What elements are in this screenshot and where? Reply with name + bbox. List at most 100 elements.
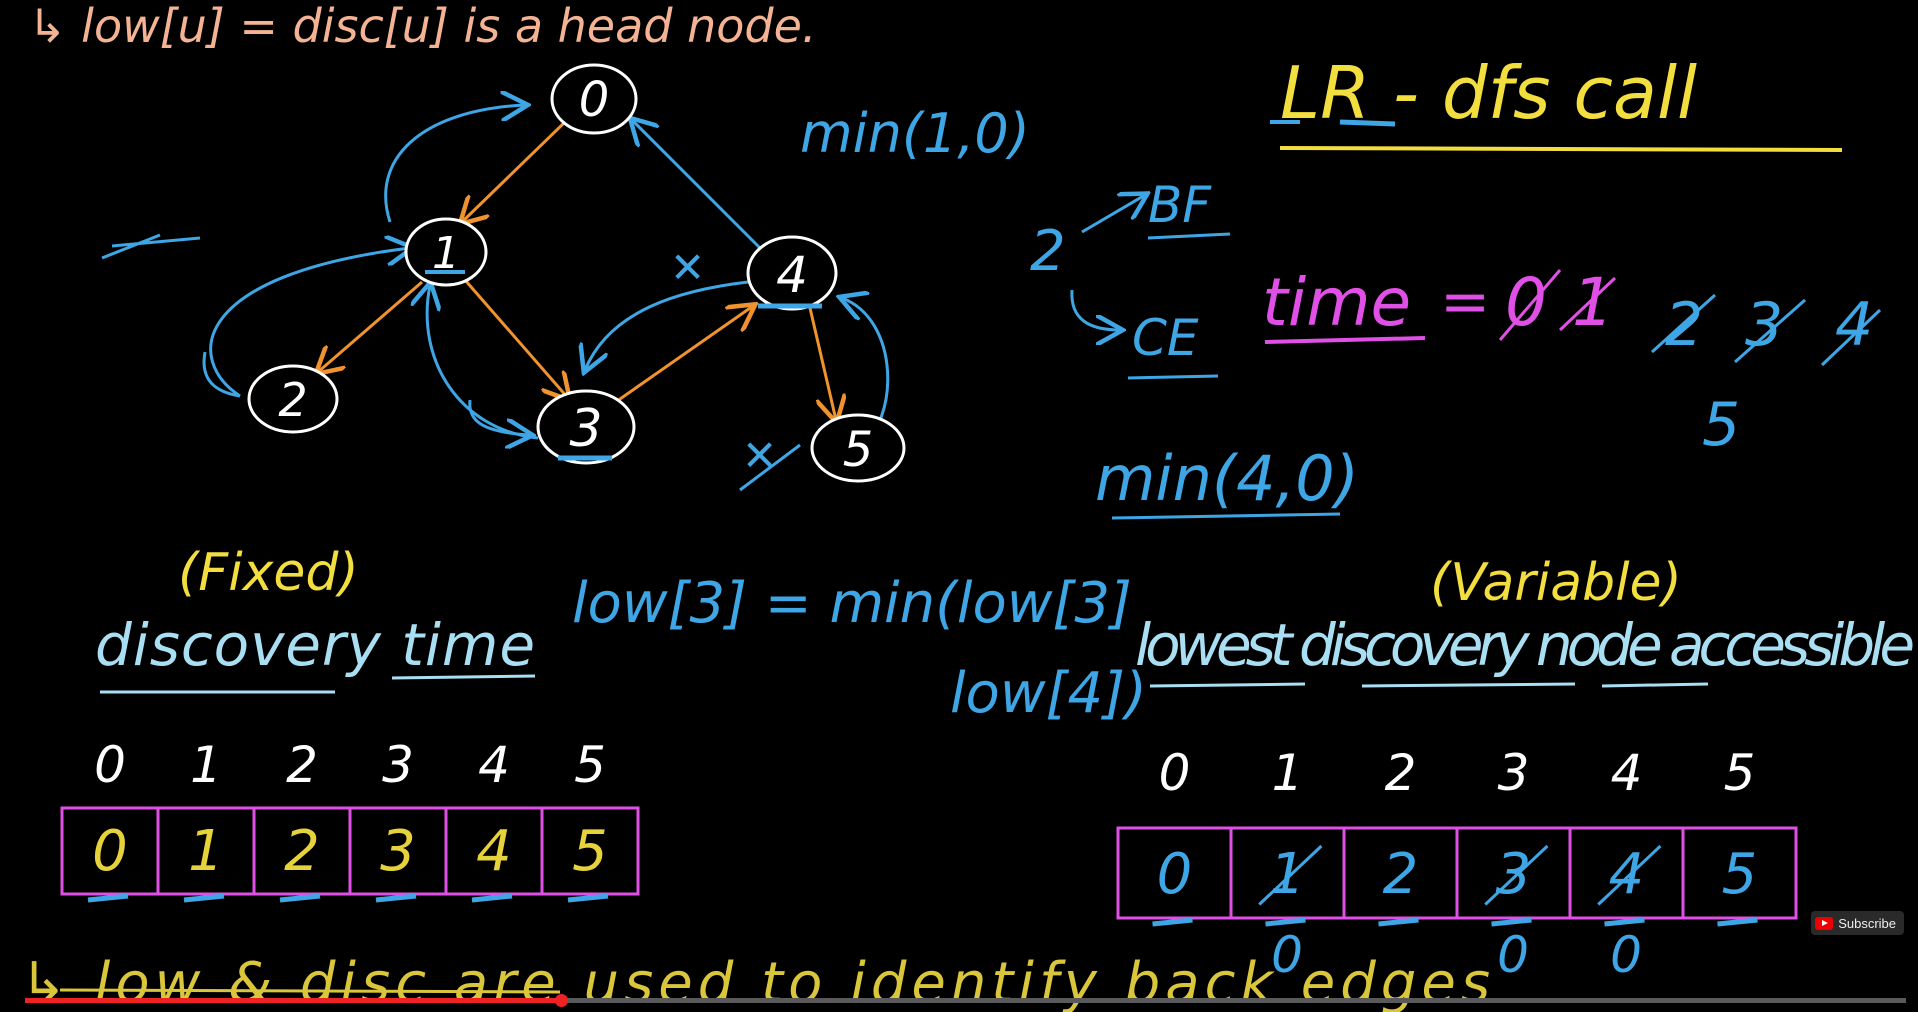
svg-text:5: 5	[843, 422, 874, 478]
tick-mark	[101, 233, 201, 260]
low-formula: low[3] = min(low[3] low[4])	[572, 571, 1147, 726]
cell-underline	[471, 893, 513, 903]
variable-tag: (Variable)	[1430, 553, 1682, 613]
index-0: 0	[1159, 744, 1191, 802]
right-panel: LR - dfs call 2 BF CE time = 0 1 2 3 4 5…	[1030, 51, 1882, 520]
cell-underline	[279, 893, 321, 903]
arrow-into-3	[468, 399, 530, 435]
node-2: 2	[247, 364, 339, 434]
svg-text:3: 3	[569, 399, 602, 459]
node-5: 5	[810, 413, 906, 483]
youtube-logo-icon	[1815, 916, 1834, 930]
cell-value-1: 1	[188, 819, 224, 884]
svg-text:2: 2	[278, 373, 307, 427]
back-edge-1-0	[384, 105, 525, 223]
index-2: 2	[286, 736, 318, 794]
index-1: 1	[1272, 744, 1304, 802]
discovery-time-label: discovery time	[95, 611, 535, 679]
cell-underline	[1378, 917, 1419, 927]
fixed-tag: (Fixed)	[178, 543, 359, 603]
cell-underline	[1265, 917, 1306, 927]
blue-slash-5	[739, 443, 801, 492]
right-array-below-values: 0 0 0	[1271, 926, 1642, 984]
time-struck-4: 4	[1835, 290, 1873, 360]
cell-value-3: 3	[1496, 842, 1532, 907]
cell-value-0: 0	[1157, 842, 1193, 907]
back-edge-2-1	[209, 248, 410, 398]
node-3: 3	[536, 389, 636, 465]
arrow-to-bf	[1081, 195, 1145, 234]
time-struck-0: 0	[1505, 264, 1547, 341]
tree-edge-0-1	[462, 120, 567, 222]
mark-near-4: ✕	[670, 243, 705, 292]
below-value-0: 0	[1271, 926, 1303, 984]
time-equals: =	[1440, 267, 1490, 337]
lowest-discovery-label: lowest discovery node accessible	[1135, 611, 1915, 679]
cell-value-5: 5	[572, 819, 608, 884]
time-struck-1: 1	[1572, 264, 1614, 341]
cell-underline	[1491, 917, 1532, 927]
tree-edge-1-3	[463, 279, 568, 398]
cell-value-2: 2	[1383, 842, 1419, 907]
bf-label: BF	[1148, 176, 1212, 234]
return-edge-4-0	[632, 120, 762, 250]
cell-value-2: 2	[284, 819, 320, 884]
cell-underline	[1717, 917, 1758, 927]
below-value-2: 0	[1610, 926, 1642, 984]
index-3: 3	[1498, 744, 1530, 802]
min-4-0: min(4,0)	[1095, 442, 1359, 515]
top-note: ↳ low[u] = disc[u] is a head node.	[28, 0, 817, 53]
cell-underline	[567, 893, 609, 903]
node-1: 1	[404, 217, 488, 287]
cell-underline	[375, 893, 417, 903]
subscribe-button[interactable]: Subscribe	[1811, 911, 1904, 935]
return-edge-3-1	[427, 285, 539, 440]
cell-value-0: 0	[92, 819, 128, 884]
back-edge-4-3	[585, 280, 749, 370]
video-progress-bar[interactable]	[0, 982, 1918, 1012]
index-3: 3	[382, 736, 414, 794]
time-label: time	[1262, 264, 1411, 341]
cell-value-4: 4	[1609, 842, 1645, 907]
index-2: 2	[1385, 744, 1417, 802]
cell-underline	[1604, 917, 1645, 927]
time-next: 5	[1702, 390, 1740, 460]
right-array-indices: 0 1 2 3 4 5	[1159, 744, 1756, 802]
below-value-1: 0	[1497, 926, 1529, 984]
tree-edge-4-5	[808, 307, 836, 420]
node-4: 4	[746, 235, 838, 311]
strike-mark	[1484, 844, 1549, 906]
cell-value-4: 4	[476, 819, 512, 884]
cell-underline	[1152, 917, 1193, 927]
tree-edge-1-2	[318, 280, 423, 372]
arrow-to-ce	[1070, 289, 1120, 330]
svg-text:4: 4	[776, 246, 808, 304]
index-4: 4	[1611, 744, 1643, 802]
node-0: 0	[550, 63, 638, 135]
time-struck-2: 2	[1665, 290, 1703, 360]
formula-line-2: low[4])	[950, 661, 1147, 726]
min-1-0: min(1,0)	[800, 102, 1030, 165]
progress-scrubber[interactable]	[555, 994, 569, 1007]
right-array-section: (Variable) lowest discovery node accessi…	[1116, 553, 1915, 984]
index-1: 1	[190, 736, 222, 794]
cell-underline	[183, 893, 225, 903]
cell-underline	[87, 893, 129, 903]
formula-line-1: low[3] = min(low[3]	[572, 571, 1132, 636]
index-0: 0	[94, 736, 126, 794]
progress-fill	[25, 998, 562, 1003]
mark-near-5: ✕	[742, 431, 777, 480]
svg-text:0: 0	[579, 72, 610, 128]
index-5: 5	[1724, 744, 1756, 802]
index-5: 5	[574, 736, 606, 794]
progress-track[interactable]	[25, 994, 1906, 1007]
cell-value-3: 3	[380, 819, 416, 884]
cell-value-1: 1	[1270, 842, 1306, 907]
subscribe-label: Subscribe	[1838, 915, 1896, 931]
graph: 0 1 2 3 4 5 ✕ ✕ min(1,0)	[101, 63, 1030, 492]
